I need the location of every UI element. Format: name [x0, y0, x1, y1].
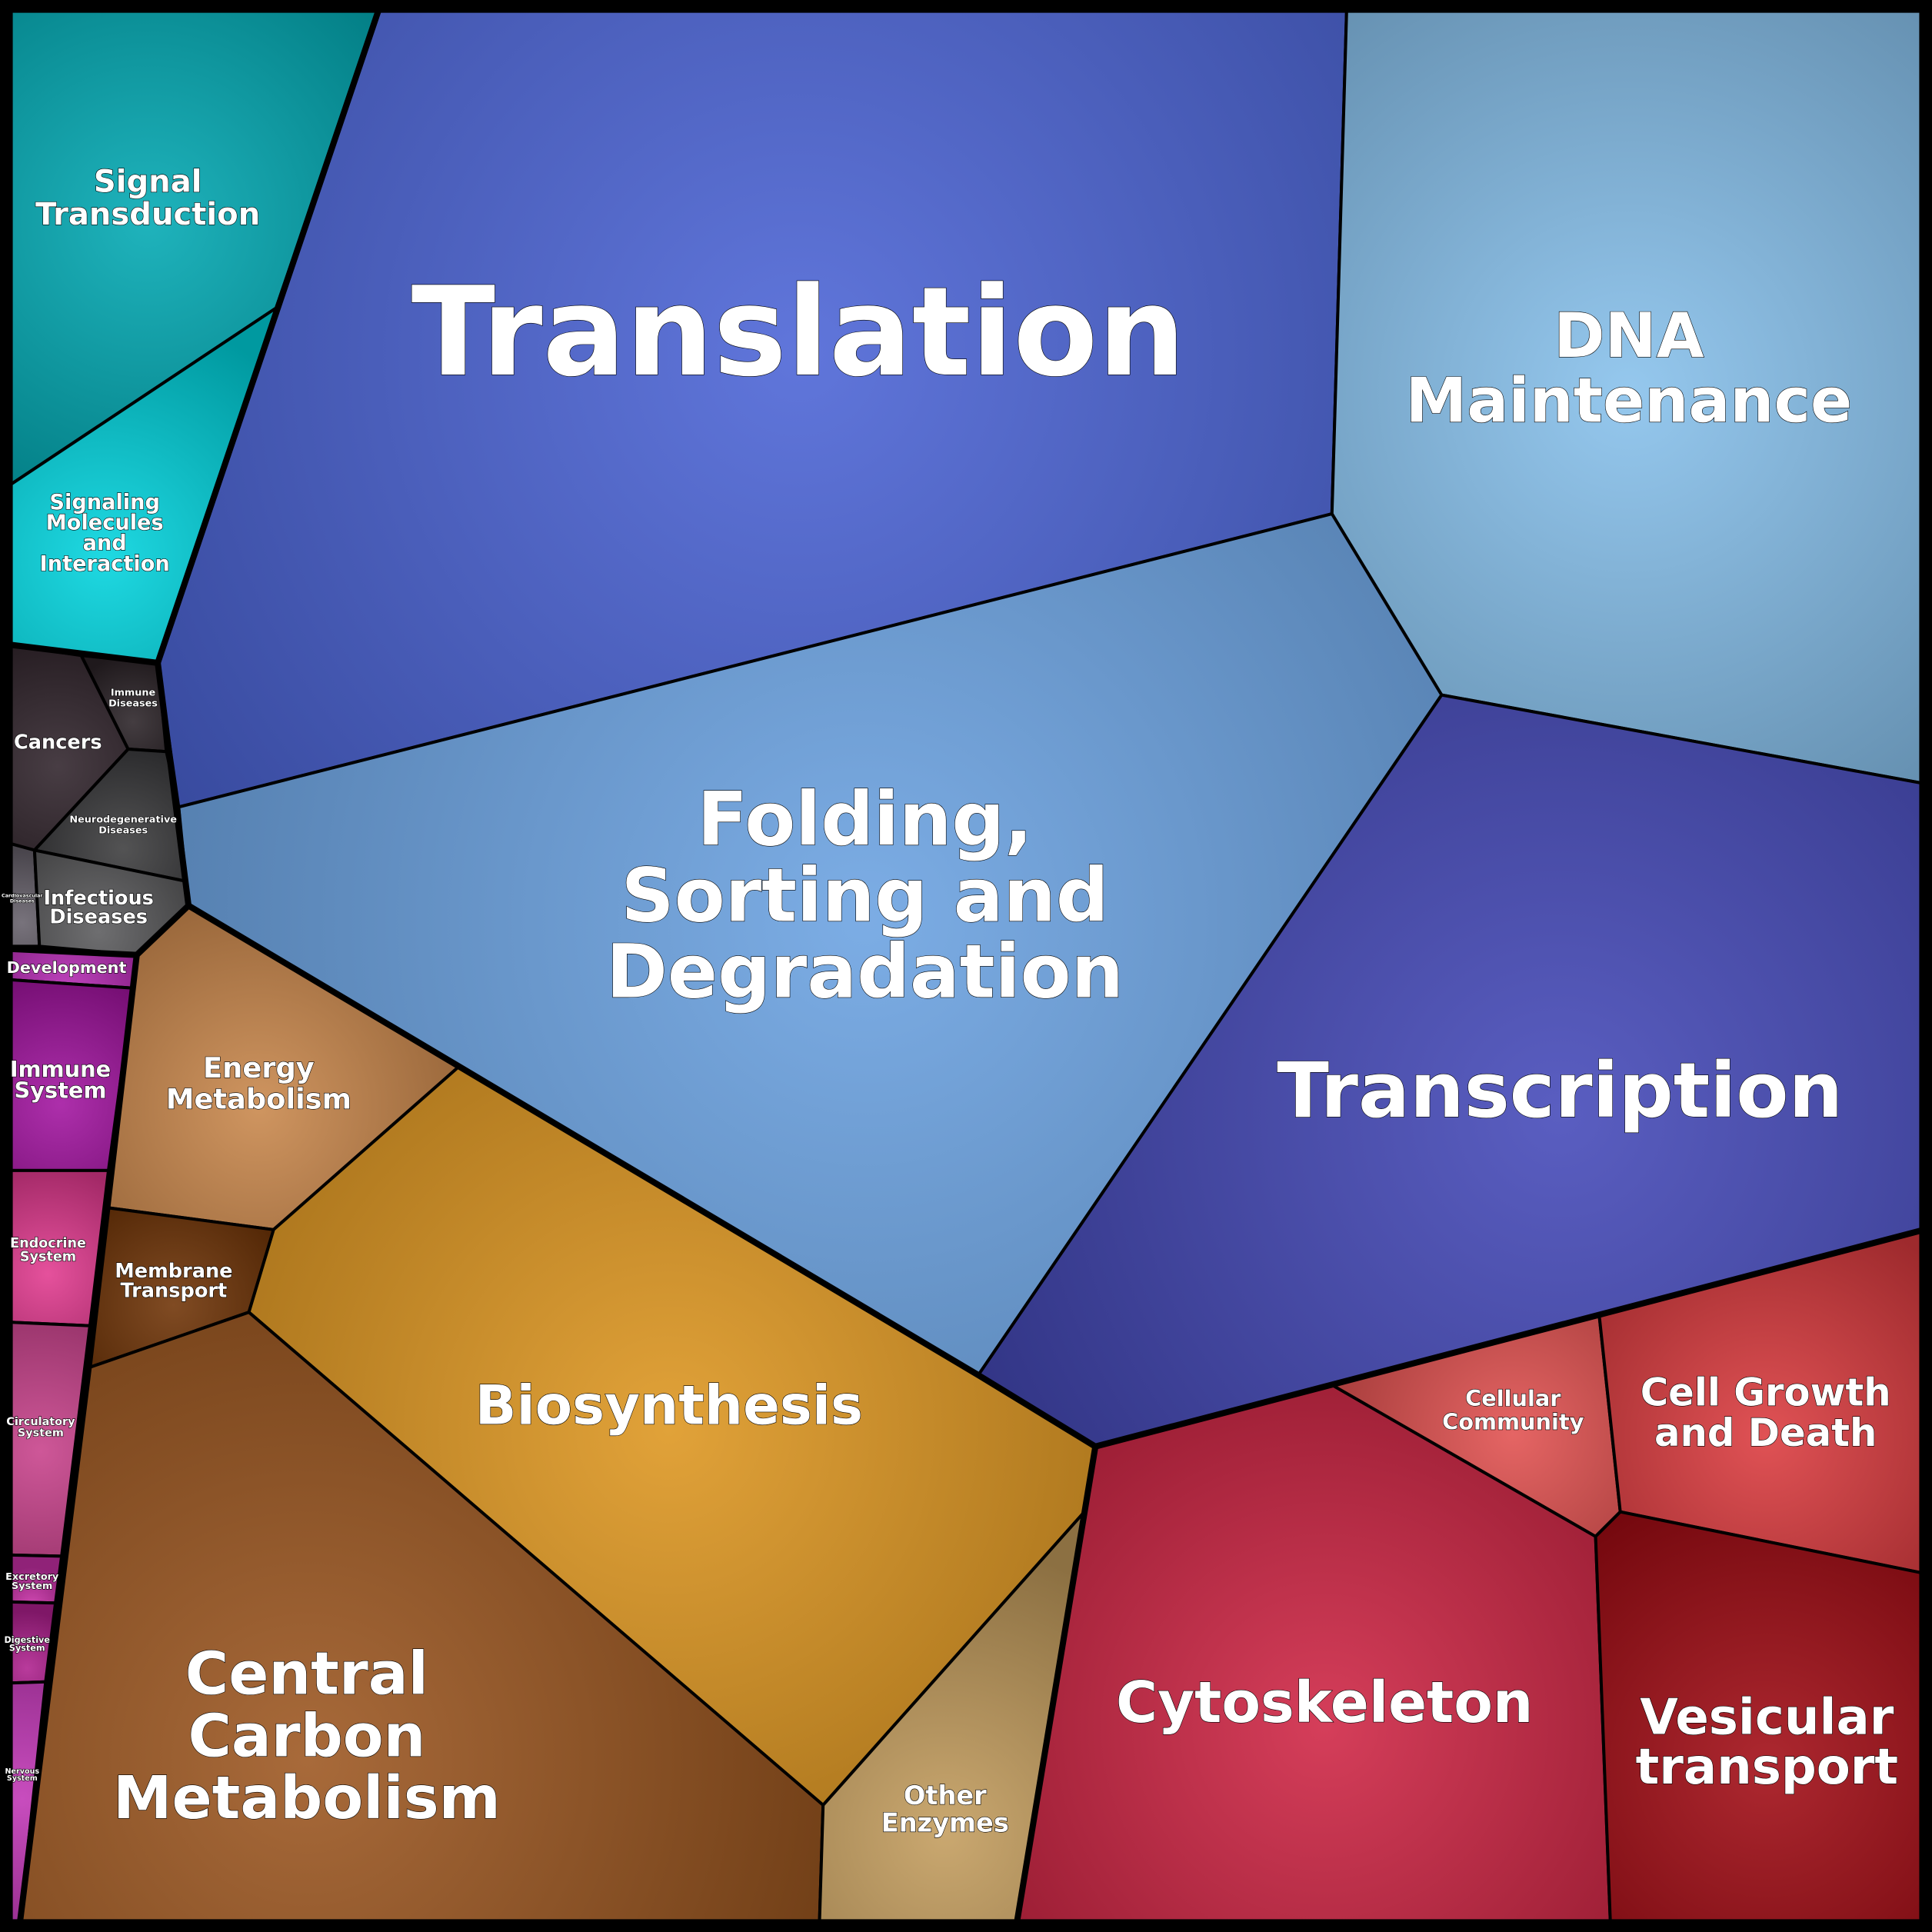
label-line: System — [15, 1078, 107, 1104]
label-line: Maintenance — [1406, 365, 1853, 437]
label-line: System — [20, 1250, 76, 1265]
label-line: Transcription — [1277, 1047, 1843, 1135]
label-line: Translation — [411, 260, 1186, 404]
label-line: Digestive — [4, 1635, 50, 1645]
label-cytoskeleton: Cytoskeleton — [1116, 1671, 1533, 1736]
label-line: DNA — [1554, 300, 1704, 371]
label-line: Signaling — [49, 491, 160, 515]
label-line: Endocrine — [10, 1236, 86, 1251]
label-line: Cancers — [14, 731, 102, 754]
label-line: Enzymes — [881, 1808, 1009, 1838]
label-line: Interaction — [40, 552, 170, 576]
group-border — [7, 662, 192, 958]
label-line: Biosynthesis — [475, 1374, 863, 1437]
label-line: Circulatory — [6, 1416, 75, 1428]
label-line: Excretory — [5, 1571, 59, 1583]
label-cancers: Cancers — [14, 731, 102, 754]
label-line: Metabolism — [113, 1764, 501, 1833]
label-line: Cytoskeleton — [1116, 1671, 1533, 1736]
label-line: Membrane — [115, 1260, 232, 1283]
label-line: Neurodegenerative — [69, 814, 177, 825]
label-translation: Translation — [411, 260, 1186, 404]
label-line: Infectious — [43, 887, 153, 910]
label-line: Diseases — [108, 698, 158, 709]
label-line: Nervous — [5, 1767, 39, 1776]
label-line: Diseases — [98, 824, 148, 836]
label-line: Diseases — [10, 898, 35, 904]
label-line: Molecules — [46, 511, 164, 535]
label-line: and Death — [1654, 1411, 1877, 1455]
label-line: Carbon — [188, 1702, 425, 1770]
label-line: Cellular — [1465, 1385, 1561, 1411]
label-transcription: Transcription — [1277, 1047, 1843, 1135]
label-line: Signal — [94, 165, 202, 200]
label-line: System — [7, 1774, 38, 1783]
label-line: System — [18, 1427, 64, 1440]
label-line: Vesicular — [1640, 1690, 1894, 1747]
group-border — [16, 954, 140, 1925]
label-line: Development — [7, 958, 127, 977]
label-line: Folding, — [698, 777, 1033, 863]
label-line: and — [83, 531, 127, 555]
label-line: Cardiovascular — [2, 893, 43, 899]
label-line: Central — [185, 1641, 428, 1709]
label-line: System — [12, 1581, 52, 1592]
label-line: Other — [904, 1780, 987, 1810]
label-line: Transduction — [35, 197, 260, 232]
label-line: Community — [1442, 1408, 1584, 1434]
label-line: Transport — [121, 1280, 228, 1303]
label-development: Development — [7, 958, 127, 977]
label-line: System — [9, 1644, 45, 1654]
label-line: Metabolism — [166, 1083, 351, 1116]
group-border — [1013, 1446, 1099, 1926]
label-line: transport — [1636, 1739, 1898, 1796]
label-line: Immune — [111, 687, 156, 698]
label-line: Cell Growth — [1641, 1371, 1891, 1415]
label-line: Diseases — [49, 906, 148, 929]
label-line: Degradation — [606, 929, 1124, 1015]
label-biosynthesis: Biosynthesis — [475, 1374, 863, 1437]
label-line: Sorting and — [621, 853, 1109, 939]
label-line: Energy — [203, 1051, 315, 1084]
label-line: Immune — [10, 1056, 111, 1082]
group-border — [187, 903, 1926, 1450]
